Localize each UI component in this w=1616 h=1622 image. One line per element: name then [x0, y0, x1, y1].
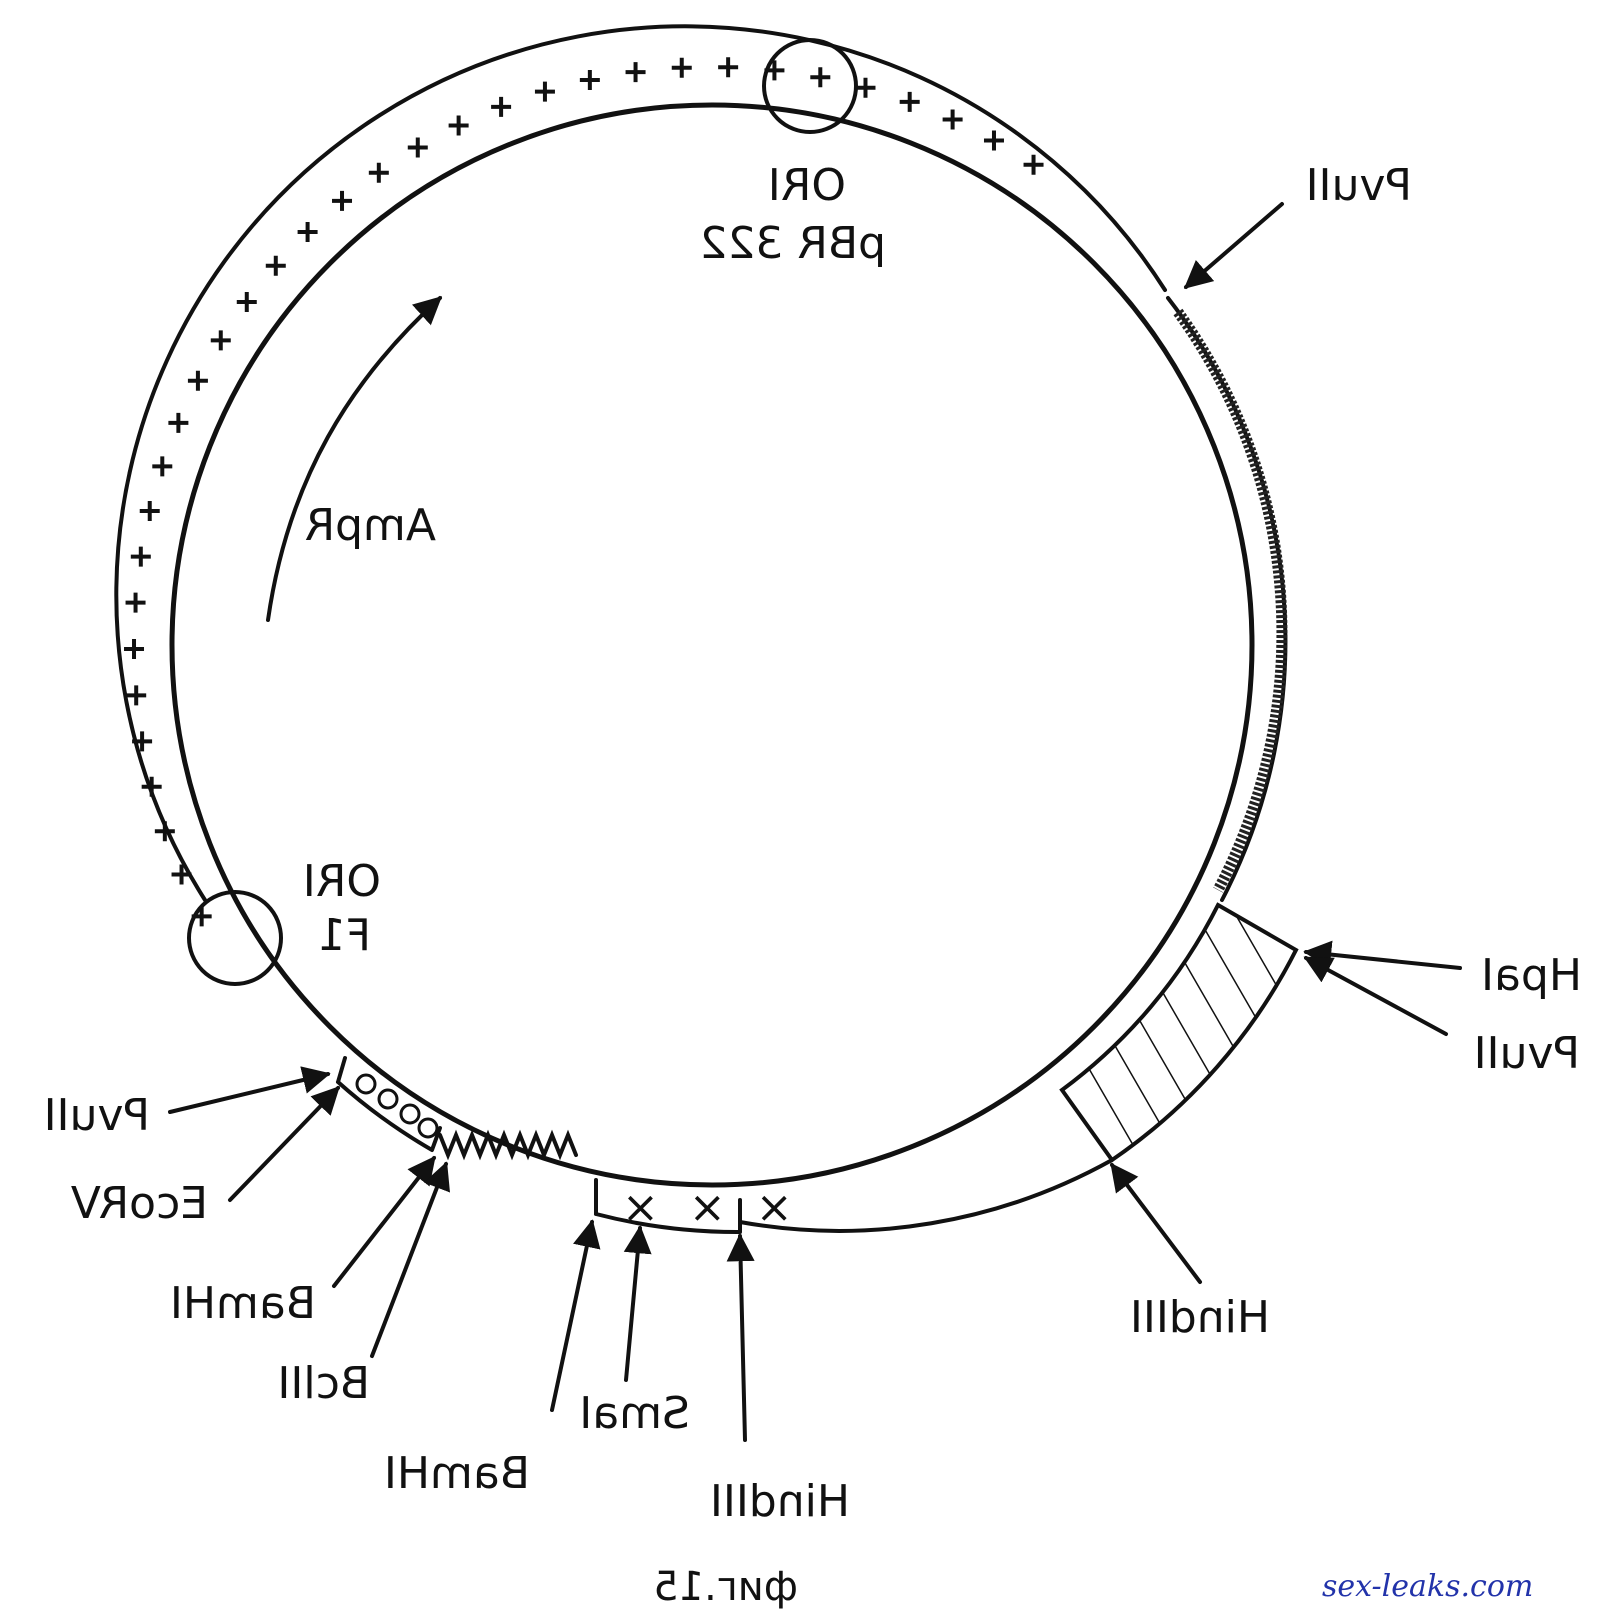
- plus-mark: [236, 292, 257, 313]
- label-hpa1: HpaI: [1481, 950, 1582, 1001]
- plasmid-circle: [169, 102, 1255, 1188]
- wave-region: [438, 1129, 578, 1161]
- label-pbr322: pBR 322: [699, 218, 886, 269]
- plus-mark: [139, 501, 160, 522]
- cross-marks: × × ×: [622, 1182, 801, 1233]
- plus-mark: [154, 821, 175, 842]
- plus-mark: [855, 77, 876, 98]
- plus-mark: [810, 67, 831, 88]
- plus-mark: [210, 330, 231, 351]
- label-hind3-right: HindIII: [1130, 1292, 1270, 1343]
- plus-mark: [942, 109, 963, 130]
- cross-box-region: [594, 1178, 742, 1235]
- ori-pbr-marker: [762, 38, 858, 134]
- circle-marks: [355, 1073, 439, 1139]
- plus-mark: [983, 130, 1004, 151]
- watermark: sex-leaks.com: [1322, 1569, 1533, 1604]
- label-pvu2-right: PvuII: [1474, 1028, 1580, 1079]
- plus-mark: [671, 57, 692, 78]
- label-pvu2-left: PvuII: [44, 1090, 150, 1141]
- plus-mark: [187, 370, 208, 391]
- plus-mark: [448, 115, 469, 136]
- label-bam-h1-b: BamHI: [384, 1448, 530, 1499]
- outer-arc-bottom: [738, 1158, 1114, 1233]
- label-eco-rv: EcoRV: [71, 1178, 208, 1229]
- ampr-arrow: [266, 296, 443, 622]
- label-bam-h1-a: BamHI: [170, 1278, 316, 1329]
- circle-box-region: [336, 1056, 442, 1152]
- plus-mark: [625, 62, 646, 83]
- plus-mark: [152, 456, 173, 477]
- ori-f1-marker: [187, 890, 283, 986]
- label-hind3-bottom: HindIII: [710, 1476, 850, 1527]
- label-sma1: SmaI: [579, 1388, 690, 1439]
- plus-mark: [265, 255, 286, 276]
- plus-mark: [332, 190, 353, 211]
- outer-arc-pbr-region: [114, 24, 1167, 902]
- plus-mark: [368, 162, 389, 183]
- label-ori-f1: ORI: [303, 856, 381, 907]
- plus-mark: [132, 731, 153, 752]
- plus-mark: [534, 81, 555, 102]
- plus-mark: [126, 685, 147, 706]
- plus-mark: [718, 57, 739, 78]
- plus-mark: [125, 592, 146, 613]
- plus-mark: [899, 91, 920, 112]
- plus-marks-region: [124, 57, 1044, 927]
- label-pvu2-top: PvuII: [1306, 160, 1412, 211]
- plus-mark: [171, 864, 192, 885]
- plus-mark: [141, 776, 162, 797]
- label-bcl2: BclII: [277, 1358, 370, 1409]
- plus-mark: [124, 639, 145, 660]
- figure-caption: фиг.15: [653, 1564, 798, 1610]
- plus-mark: [297, 222, 318, 243]
- plus-mark: [168, 412, 189, 433]
- hatched-region: [1059, 902, 1299, 1163]
- site-arrows: [168, 202, 1462, 1442]
- plus-mark: [491, 96, 512, 117]
- label-ampr: AmpR: [305, 500, 436, 551]
- plus-mark: [130, 546, 151, 567]
- plus-mark: [579, 70, 600, 91]
- label-ori-pbr: ORI: [768, 160, 846, 211]
- plus-mark: [407, 137, 428, 158]
- plus-mark: [1023, 154, 1044, 175]
- stippled-region: [1173, 308, 1288, 893]
- label-f1: F1: [318, 910, 371, 961]
